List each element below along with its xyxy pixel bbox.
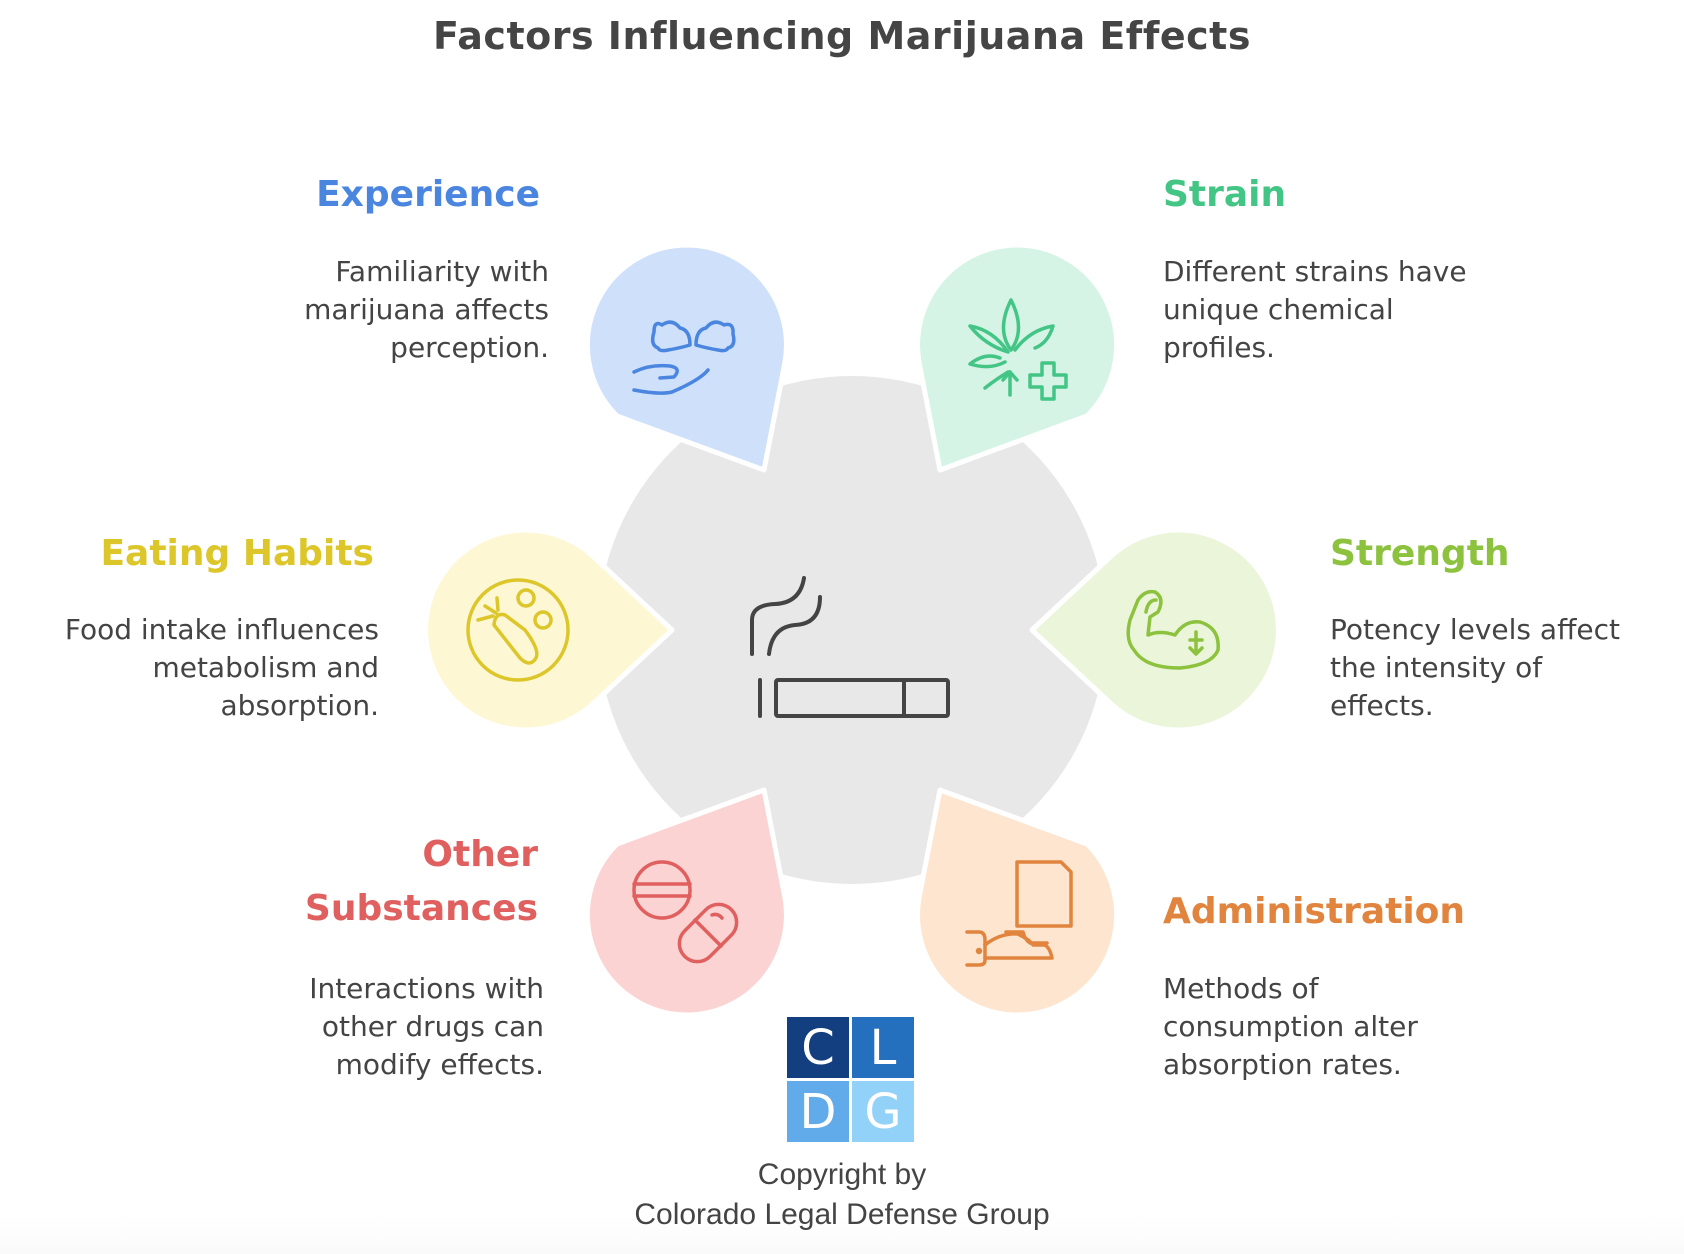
logo-letter-l: L [852, 1017, 914, 1078]
desc-administration: Methods of consumption alter absorption … [1163, 970, 1418, 1084]
hand-document-icon [965, 860, 1073, 967]
desc-strength: Potency levels affect the intensity of e… [1330, 611, 1620, 725]
heading-experience: Experience [316, 174, 540, 215]
desc-experience: Familiarity with marijuana affects perce… [304, 253, 549, 367]
desc-other-substances: Interactions with other drugs can modify… [309, 970, 544, 1084]
pills-icon [632, 860, 739, 964]
logo-letter-c: C [787, 1017, 849, 1078]
logo-letter-g: G [852, 1081, 914, 1142]
desc-line: absorption. [220, 689, 379, 722]
desc-strain: Different strains have unique chemical p… [1163, 253, 1467, 367]
copyright: Copyright by Colorado Legal Defense Grou… [0, 1155, 1684, 1235]
copyright-line-1: Copyright by [757, 1158, 927, 1191]
teardrop-experience [584, 242, 789, 473]
desc-line: Different strains have [1163, 255, 1467, 288]
desc-line: absorption rates. [1163, 1048, 1402, 1081]
cldg-logo: C L D G [787, 1017, 914, 1142]
copyright-line-2: Colorado Legal Defense Group [634, 1198, 1050, 1231]
desc-line: modify effects. [335, 1048, 544, 1081]
desc-line: other drugs can [321, 1010, 544, 1043]
heading-line: Substances [304, 888, 538, 929]
heading-administration: Administration [1163, 891, 1466, 932]
diagram-title: Factors Influencing Marijuana Effects [433, 14, 1251, 58]
desc-line: unique chemical [1163, 293, 1394, 326]
heading-strength: Strength [1330, 533, 1510, 574]
heading-other-substances: Other Substances [305, 828, 538, 936]
heading-line: Other [422, 834, 538, 875]
cigarette-smoke-icon [750, 576, 950, 718]
desc-line: Food intake influences [64, 613, 379, 646]
teardrop-eating-habits [423, 527, 675, 733]
teardrop-strain [915, 242, 1120, 473]
desc-line: Interactions with [309, 972, 544, 1005]
flexed-arm-icon [1126, 589, 1220, 670]
desc-line: Familiarity with [335, 255, 549, 288]
brain-in-hand-icon [632, 320, 736, 395]
desc-line: Potency levels affect [1330, 613, 1620, 646]
heading-eating-habits: Eating Habits [100, 533, 374, 574]
heading-strain: Strain [1163, 174, 1287, 215]
desc-line: profiles. [1163, 331, 1275, 364]
desc-line: perception. [390, 331, 549, 364]
desc-line: consumption alter [1163, 1010, 1418, 1043]
desc-line: metabolism and [152, 651, 379, 684]
desc-eating-habits: Food intake influences metabolism and ab… [65, 611, 379, 725]
center-hub [598, 376, 1106, 884]
desc-line: the intensity of [1330, 651, 1543, 684]
desc-line: effects. [1330, 689, 1434, 722]
cannabis-leaf-plus-icon [968, 298, 1068, 401]
teardrop-strength [1029, 527, 1281, 733]
carrot-broccoli-plate-icon [466, 578, 570, 682]
bottom-fade [0, 1215, 1684, 1254]
desc-line: Methods of [1163, 972, 1319, 1005]
desc-line: marijuana affects [304, 293, 549, 326]
logo-letter-d: D [787, 1081, 849, 1142]
